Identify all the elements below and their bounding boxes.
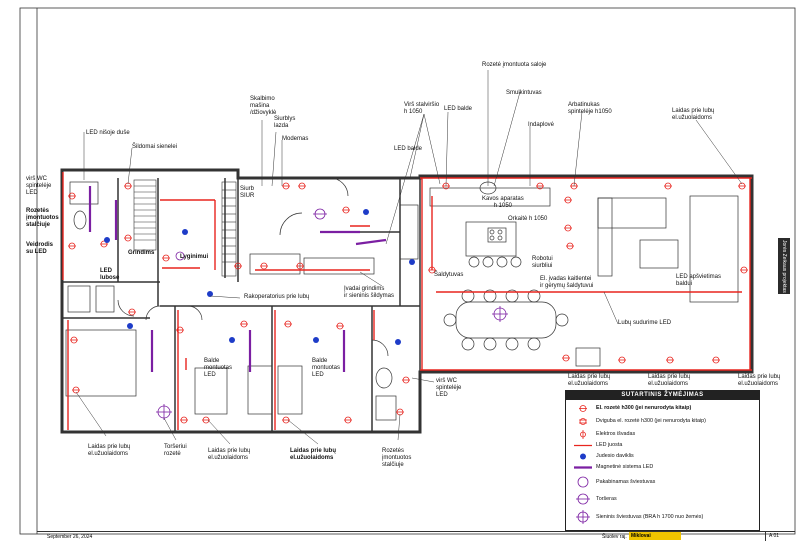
label-ivadai-grindims: Įvadai grindims ir sieninis šildymas [344,286,395,299]
label-laidas-r2: Laidas prie lubų el.užuolaidoms [648,374,691,387]
label-siurblys: Siurblys lazda [274,116,296,129]
label-laidas-r3: Laidas prie lubų el.užuolaidoms [738,374,781,387]
sheet-frame [19,7,796,535]
outlet-icon [580,430,586,439]
torch-lamp-icon [576,493,590,505]
side-tab: Jorės Zeikaus projektas [778,238,790,294]
label-led-lubose: LED lubose [100,268,120,281]
pendant-light-icon [577,476,589,488]
label-laidas-b1: Laidas prie lubų el.užuolaidoms [88,444,131,457]
legend-label: Judesio daviklis [596,453,634,459]
label-grindims: Grindims [128,250,155,256]
legend-row-wall: Sieninis šviestuvas (BRA h 1700 nuo žemė… [566,510,759,524]
legend-row-pendant: Pakabinamas šviestuvas [566,475,759,489]
legend-label: Toršeras [596,496,617,502]
label-lyginimui: Lyginimui [180,254,209,260]
socket-icon [579,405,587,412]
legend-row-led-strip: LED juosta [566,440,759,451]
label-indaplove: Indaplovė [528,122,555,128]
label-virs-stalvirsio: Virš stalviršio h 1050 [404,102,440,115]
legend-row-torch: Toršeras [566,492,759,506]
led-strip-icon [574,444,592,447]
label-orkaite: Orkaitė h 1050 [508,216,548,222]
lights [156,208,508,420]
label-laidas-b2: Laidas prie lubų el.užuolaidoms [208,448,251,461]
label-smulkintuvas: Smulkintuvas [506,90,542,96]
led-strips [62,172,752,430]
label-saldytuvas: Šaldytuvas [434,272,464,278]
label-veidrodis: Veidrodis su LED [26,242,54,255]
legend-label: Pakabinamas šviestuvas [596,479,656,485]
legend-label: Dviguba el. rozetė h300 (jei nenurodyta … [596,418,706,424]
label-laidas-top-right: Laidas prie lubų el.užuolaidoms [672,108,715,121]
label-el-ivadas: El. įvadas kaitlentei ir gėrymų šaldytuv… [540,276,594,289]
label-led-balde-top: LED balde [444,106,473,112]
legend-row-magnetic: Magnetinė sistema LED [566,462,759,473]
label-skalbimo: Skalbimo mašina /džiovyklė [250,96,277,116]
sockets [68,182,748,424]
furniture [65,181,739,421]
label-robotui: Robotui siurbliui [532,256,553,269]
footer: September 26, 2024 Šiuolev raj. Miklovai… [37,531,795,542]
motion-sensor-icon [580,453,586,460]
magnetic-led-icon [574,466,592,469]
label-laidas-r1: Laidas prie lubų el.užuolaidoms [568,374,611,387]
label-led-balde-mid: LED balde [394,146,423,152]
legend-label: Sieninis šviestuvas (BRA h 1700 nuo žemė… [596,514,704,520]
inner-walls [61,176,421,432]
label-rozetes-imontuotos-left: Rozetės įmontuotos stalčiuje [26,208,59,228]
legend-title: SUTARTINIS ŽYMĖJIMAS [566,391,759,400]
footer-name: Miklovai [629,532,681,540]
doors [117,177,389,357]
footer-revision: A 01 [765,532,797,541]
label-siurb-siur: Siurb SIUR [240,186,255,199]
legend-row-motion: Judesio daviklis [566,451,759,462]
label-lubu-sudurime: Lubų sudurime LED [618,320,672,326]
legend-label: Elektros išvadas [596,431,636,437]
legend-row-outlet: Elektros išvadas [566,429,759,440]
label-rozetes-imontuotos-bottom: Rozetės įmontuotos stalčiuje [382,448,412,468]
label-torseriui: Toršeriui rozetė [164,444,187,457]
legend-label: LED juosta [596,442,623,448]
legend-label: Magnetinė sistema LED [596,464,654,470]
label-modemas: Modemas [282,136,309,142]
label-laidas-b3: Laidas prie lubų el.užuolaidoms [290,448,337,461]
motion-sensors [104,209,415,345]
footer-date: September 26, 2024 [47,534,93,540]
label-virs-wc-right: virš WC spintelėje LED [436,378,462,398]
label-rozete-saloje: Rozetė įmontuota saloje [482,62,547,68]
label-sildomai: Šildomai sienelei [132,144,178,150]
walls [60,168,754,434]
double-socket-icon [579,418,587,425]
label-led-apsvietimas: LED apšvietimas baldui [676,274,722,287]
footer-sheet-label: Šiuolev raj. [602,534,627,540]
label-balde-montuotas-1: Balde montuotas LED [204,358,233,378]
legend-row-socket: El. rozetė h300 (jei nenurodyta kitaip) [566,403,759,414]
legend: SUTARTINIS ŽYMĖJIMAS El. rozetė h300 (je… [565,390,760,531]
magnetic-led [88,186,387,372]
stairs [133,179,237,277]
leader-lines [75,70,743,445]
label-arbatinukas: Arbatinukas spintelėje h1050 [568,102,612,115]
legend-row-double-socket: Dviguba el. rozetė h300 (jei nenurodyta … [566,416,759,427]
label-balde-montuotas-2: Balde montuotas LED [312,358,341,378]
label-led-nisoje: LED nišoje duše [86,130,130,136]
legend-label: El. rozetė h300 (jei nenurodyta kitaip) [596,405,692,411]
label-virs-wc: virš WC spintelėje LED [26,176,52,196]
label-kavos: Kavos aparatas h 1050 [482,196,524,209]
label-rakoperatorius: Rakoperatorius prie lubų [244,294,310,300]
wall-light-icon [576,510,590,524]
